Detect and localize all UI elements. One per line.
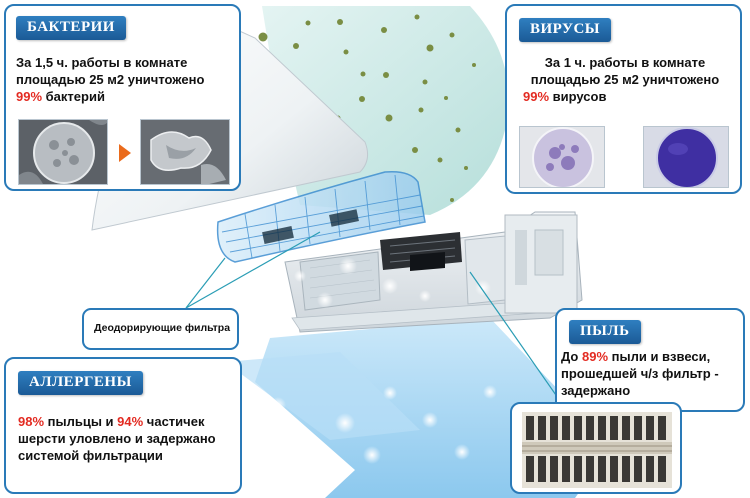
dust-desc-pre: До	[561, 349, 582, 364]
filter-label: Деодорирующие фильтра	[94, 322, 231, 334]
allergens-percent-1: 98%	[18, 414, 45, 429]
dust-description: До 89% пыли и взвеси, прошедшей ч/з филь…	[561, 348, 745, 399]
viruses-desc-line-1: За 1 ч. работы в комнате	[544, 55, 706, 70]
dust-filter-image	[522, 412, 672, 488]
bacteria-after-image	[140, 119, 230, 185]
viruses-desc-line-2: площадью 25 м2 уничтожено	[530, 72, 720, 87]
bacteria-desc-line-3: 99% бактерий	[16, 88, 238, 105]
dust-card: ПЫЛЬ До 89% пыли и взвеси, прошедшей ч/з…	[555, 308, 745, 412]
arrow-right-icon	[119, 144, 131, 162]
allergens-desc-line-2: шерсти уловлено и задержано	[18, 431, 216, 446]
bacteria-before-image	[18, 119, 108, 185]
bacteria-card: БАКТЕРИИ За 1,5 ч. работы в комнате площ…	[4, 4, 241, 191]
bacteria-desc-rest: бактерий	[42, 89, 105, 104]
bacteria-desc-line-2: площадью 25 м2 уничтожено	[16, 72, 205, 87]
filter-label-box: Деодорирующие фильтра	[82, 308, 239, 350]
sparkles	[270, 257, 551, 464]
bacteria-badge: БАКТЕРИИ	[16, 16, 126, 40]
bacteria-percent: 99%	[16, 89, 43, 104]
viruses-card: ВИРУСЫ За 1 ч. работы в комнате площадью…	[505, 4, 742, 194]
dust-desc-line-3: задержано	[561, 383, 631, 398]
bacteria-desc-line-1: За 1,5 ч. работы в комнате	[16, 55, 188, 70]
allergens-desc-line-3: системой фильтрации	[18, 448, 163, 463]
viruses-desc-line-3: 99% вирусов	[515, 88, 735, 105]
allergens-description: 98% пыльцы и 94% частичек шерсти уловлен…	[18, 413, 240, 464]
allergens-badge: АЛЛЕРГЕНЫ	[18, 371, 143, 395]
viruses-badge: ВИРУСЫ	[519, 18, 612, 42]
viruses-desc-rest: вирусов	[549, 89, 607, 104]
allergens-card: АЛЛЕРГЕНЫ 98% пыльцы и 94% частичек шерс…	[4, 357, 242, 494]
dust-desc-line-1: До 89% пыли и взвеси,	[561, 348, 745, 365]
dust-badge: ПЫЛЬ	[569, 320, 641, 344]
viruses-percent: 99%	[523, 89, 550, 104]
allergens-percent-2: 94%	[117, 414, 144, 429]
bacteria-description: За 1,5 ч. работы в комнате площадью 25 м…	[16, 54, 238, 105]
dust-desc-line-2: прошедшей ч/з фильтр -	[561, 366, 719, 381]
allergens-desc-line-1: 98% пыльцы и 94% частичек	[18, 413, 240, 430]
viruses-after-image	[643, 126, 729, 188]
allergens-desc-mid: пыльцы и	[44, 414, 118, 429]
dust-filter-image-frame	[510, 402, 682, 494]
dust-percent: 89%	[581, 349, 609, 364]
viruses-description: За 1 ч. работы в комнате площадью 25 м2 …	[515, 54, 735, 105]
viruses-before-image	[519, 126, 605, 188]
connector-lines	[185, 231, 566, 409]
dust-desc-rest: пыли и взвеси,	[608, 349, 711, 364]
allergens-desc-rest: частичек	[143, 414, 205, 429]
